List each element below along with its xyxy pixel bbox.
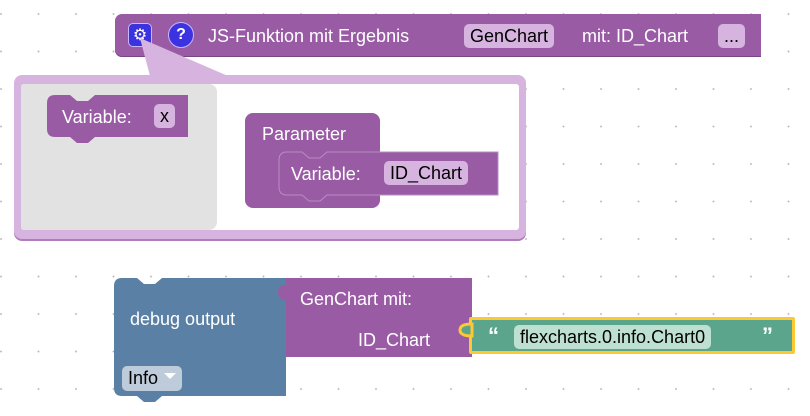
dropdown-arrow-icon — [164, 372, 177, 379]
function-call-arg-label: ID_Chart — [358, 330, 431, 350]
flyout-variable-field[interactable]: x — [154, 104, 175, 128]
parameter-variable-field[interactable]: ID_Chart — [384, 161, 469, 185]
close-quote-icon: ” — [762, 323, 773, 348]
question-mark-icon: ? — [176, 26, 186, 43]
log-level-value: Info — [128, 368, 159, 388]
open-quote-icon: “ — [488, 323, 499, 348]
function-label: JS-Funktion mit Ergebnis — [208, 26, 410, 46]
parameter-variable-label: Variable: — [291, 164, 361, 184]
parameter-label: Parameter — [262, 124, 347, 144]
debug-output-label: debug output — [130, 309, 236, 329]
log-level-dropdown[interactable]: Info — [122, 366, 183, 391]
function-call-block[interactable] — [286, 278, 472, 357]
help-button[interactable]: ? — [168, 22, 194, 48]
function-params-label: mit: ID_Chart — [582, 26, 689, 46]
more-options-field[interactable]: ... — [718, 24, 746, 48]
flyout-variable-label: Variable: — [62, 107, 132, 127]
mutator-settings-button[interactable]: ⚙ — [128, 23, 152, 47]
function-name-field[interactable]: GenChart — [464, 24, 555, 48]
text-value-field[interactable]: flexcharts.0.info.Chart0 — [514, 325, 712, 349]
gear-icon: ⚙ — [132, 27, 148, 44]
function-call-label: GenChart mit: — [300, 289, 413, 309]
